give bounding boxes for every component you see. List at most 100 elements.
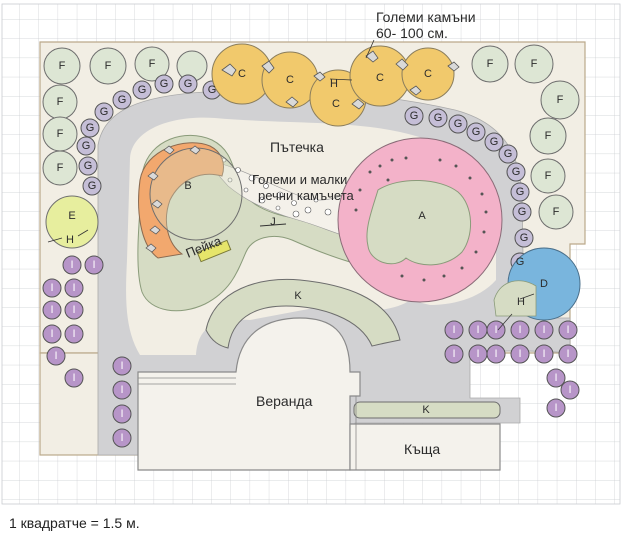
plant-letter-c: C — [424, 68, 432, 80]
plant-letter-f: F — [545, 130, 552, 142]
plant-letter-i: I — [518, 324, 521, 336]
plant-letter-e: E — [68, 210, 75, 222]
plant-letter-i: I — [50, 282, 53, 294]
plant-letter-f: F — [149, 58, 156, 70]
plant-letter-i: I — [566, 348, 569, 360]
plant-letter-g: G — [208, 84, 217, 96]
plant-letter-f: F — [545, 170, 552, 182]
plant-letter-g: G — [86, 122, 95, 134]
plant-letter-i: I — [120, 360, 123, 372]
house — [349, 423, 501, 471]
plant-letter-f: F — [57, 96, 64, 108]
plant-letter-i: I — [494, 324, 497, 336]
circles-i — [42, 255, 580, 448]
bed-k-upper — [205, 278, 401, 349]
plant-letter-i: I — [120, 408, 123, 420]
plant-letter-g: G — [504, 148, 513, 160]
plant-letter-k: K — [422, 404, 430, 416]
plant-letter-i: I — [494, 348, 497, 360]
circle-b — [149, 147, 243, 241]
plant-letter-k: K — [294, 290, 302, 302]
plant-letter-g: G — [516, 256, 525, 268]
plant-letter-i: I — [50, 328, 53, 340]
plant-letter-c: C — [286, 74, 294, 86]
plant-letter-i: I — [120, 384, 123, 396]
plant-letter-i: I — [72, 304, 75, 316]
plant-letter-i: I — [54, 350, 57, 362]
plant-letter-g: G — [82, 140, 91, 152]
plant-letter-g: G — [84, 160, 93, 172]
big-stones-label-line1: Големи камъни — [376, 9, 476, 25]
plant-letter-i: I — [518, 348, 521, 360]
plant-letter-f: F — [487, 58, 494, 70]
letters-g: G G G G G G G G G G G G G G G G G G G G … — [82, 78, 529, 268]
veranda-label: Веранда — [256, 393, 313, 409]
plant-letter-f: F — [59, 60, 66, 72]
plant-letter-i: I — [70, 259, 73, 271]
j-arrow — [259, 223, 287, 227]
scale-note: 1 квадратче = 1.5 м. — [9, 515, 140, 531]
plant-letter-c: C — [332, 98, 340, 110]
big-stones-label-line2: 60- 100 см. — [376, 25, 448, 41]
plant-letter-i: I — [452, 348, 455, 360]
stones-label-line1: Големи и малки — [252, 172, 347, 187]
plant-letter-i: I — [566, 324, 569, 336]
plant-letter-g: G — [454, 118, 463, 130]
plant-letter-g: G — [516, 186, 525, 198]
plant-letter-g: G — [138, 84, 147, 96]
plant-letter-i: I — [452, 324, 455, 336]
plant-letter-i: I — [476, 348, 479, 360]
stones-label-line2: речни камъчета — [258, 188, 354, 203]
plant-letter-i: I — [568, 384, 571, 396]
plant-letter-i: I — [72, 282, 75, 294]
plant-letter-g: G — [518, 206, 527, 218]
plant-letter-i: I — [554, 402, 557, 414]
plant-letter-j: J — [270, 216, 276, 228]
plant-letter-h: H — [66, 234, 74, 246]
plant-letter-d: D — [540, 278, 548, 290]
plant-letter-g: G — [434, 112, 443, 124]
letters-c: C C C C C — [238, 68, 432, 110]
plant-letter-c: C — [238, 68, 246, 80]
letters-f: F F F F F F F F F F F F — [57, 58, 564, 218]
plant-letter-f: F — [57, 128, 64, 140]
bed-a-inner — [366, 180, 472, 266]
plant-letter-f: F — [57, 162, 64, 174]
bed-k-lower — [353, 401, 501, 419]
plant-letter-a: A — [418, 210, 426, 222]
plant-letter-b: B — [184, 180, 191, 192]
plant-letter-i: I — [50, 304, 53, 316]
plant-letter-g: G — [88, 180, 97, 192]
letters-i: I I I I I I I I I I I I I I I I I I I I … — [50, 259, 571, 444]
plant-letter-c: C — [376, 72, 384, 84]
circles-c — [211, 43, 455, 127]
plant-letter-g: G — [184, 78, 193, 90]
plant-letter-h: H — [330, 78, 338, 90]
plant-letter-f: F — [531, 58, 538, 70]
plant-letter-i: I — [72, 372, 75, 384]
circle-a-dots — [354, 156, 488, 282]
shrubs-f — [42, 44, 580, 230]
callout-lines — [47, 39, 535, 331]
d-lawn — [493, 280, 537, 317]
plant-letter-i: I — [120, 432, 123, 444]
plant-letter-h: H — [517, 296, 525, 308]
plant-letter-i: I — [476, 324, 479, 336]
bench — [196, 239, 232, 263]
plant-letter-i: I — [542, 348, 545, 360]
plant-letter-f: F — [557, 94, 564, 106]
plant-letter-g: G — [520, 232, 529, 244]
plant-letter-g: G — [490, 136, 499, 148]
plant-letter-i: I — [542, 324, 545, 336]
plant-letter-f: F — [553, 206, 560, 218]
veranda-lines — [138, 377, 357, 470]
plant-letter-f: F — [105, 60, 112, 72]
path-label: Пътечка — [270, 139, 324, 155]
inner-lawn — [137, 135, 351, 312]
plant-letter-g: G — [512, 166, 521, 178]
circle-e — [45, 195, 99, 249]
house-label: Къща — [404, 441, 440, 457]
plant-letter-g: G — [160, 78, 169, 90]
big-stones — [221, 50, 460, 110]
veranda — [137, 317, 361, 471]
